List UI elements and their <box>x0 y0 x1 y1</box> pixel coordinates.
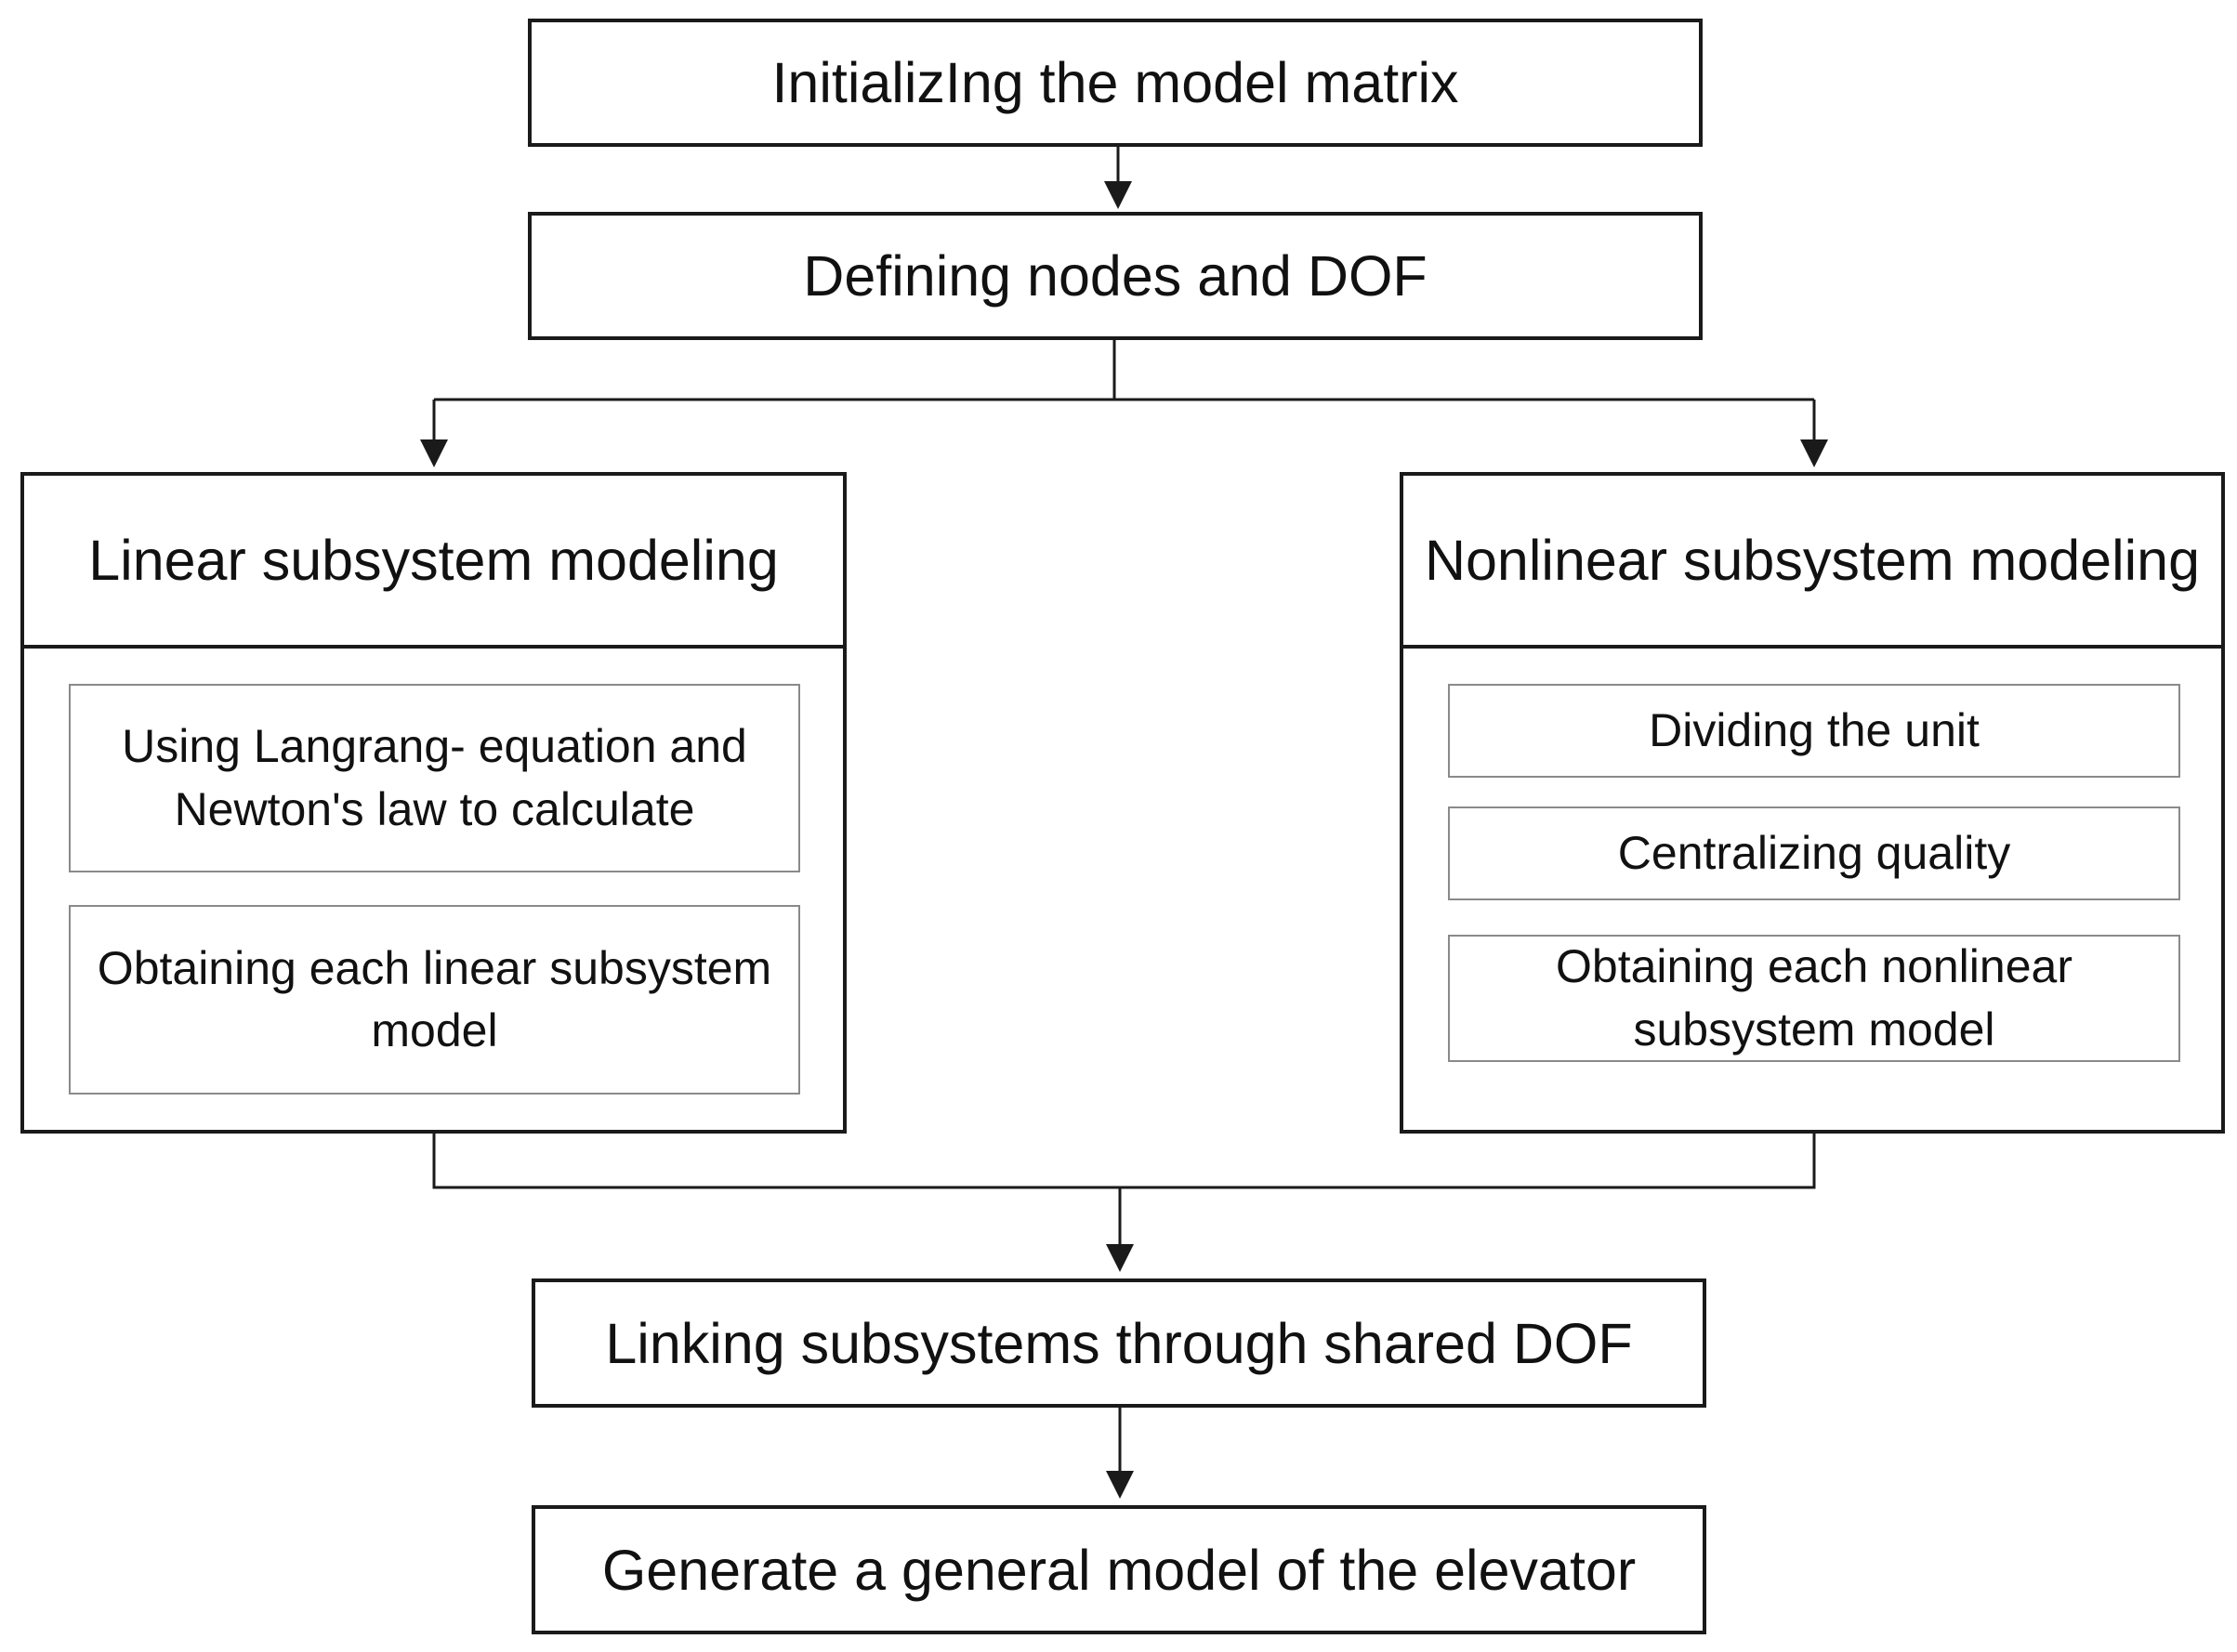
linear-item-1: Using Langrang- equation and Newton's la… <box>69 684 800 872</box>
nonlinear-item-1: Dividing the unit <box>1448 684 2180 778</box>
step-define-label: Defining nodes and DOF <box>803 244 1428 308</box>
step-link-box: Linking subsystems through shared DOF <box>532 1278 1706 1408</box>
step-define-box: Defining nodes and DOF <box>528 212 1703 340</box>
step-generate-box: Generate a general model of the elevator <box>532 1505 1706 1634</box>
nonlinear-item-2: Centralizing quality <box>1448 806 2180 900</box>
split-connector <box>434 340 1814 401</box>
linear-item-2: Obtaining each linear subsystem model <box>69 905 800 1095</box>
step-init-label: InitializIng the model matrix <box>771 51 1459 114</box>
nonlinear-panel: Nonlinear subsystem modeling Dividing th… <box>1400 472 2225 1134</box>
merge-connector <box>432 1134 1816 1189</box>
nonlinear-panel-title: Nonlinear subsystem modeling <box>1403 476 2221 649</box>
step-link-label: Linking subsystems through shared DOF <box>605 1311 1633 1375</box>
nonlinear-item-3: Obtaining each nonlinear subsystem model <box>1448 935 2180 1062</box>
linear-panel: Linear subsystem modeling Using Langrang… <box>20 472 847 1134</box>
step-generate-label: Generate a general model of the elevator <box>601 1538 1637 1602</box>
linear-panel-title: Linear subsystem modeling <box>24 476 843 649</box>
step-init-box: InitializIng the model matrix <box>528 19 1703 147</box>
